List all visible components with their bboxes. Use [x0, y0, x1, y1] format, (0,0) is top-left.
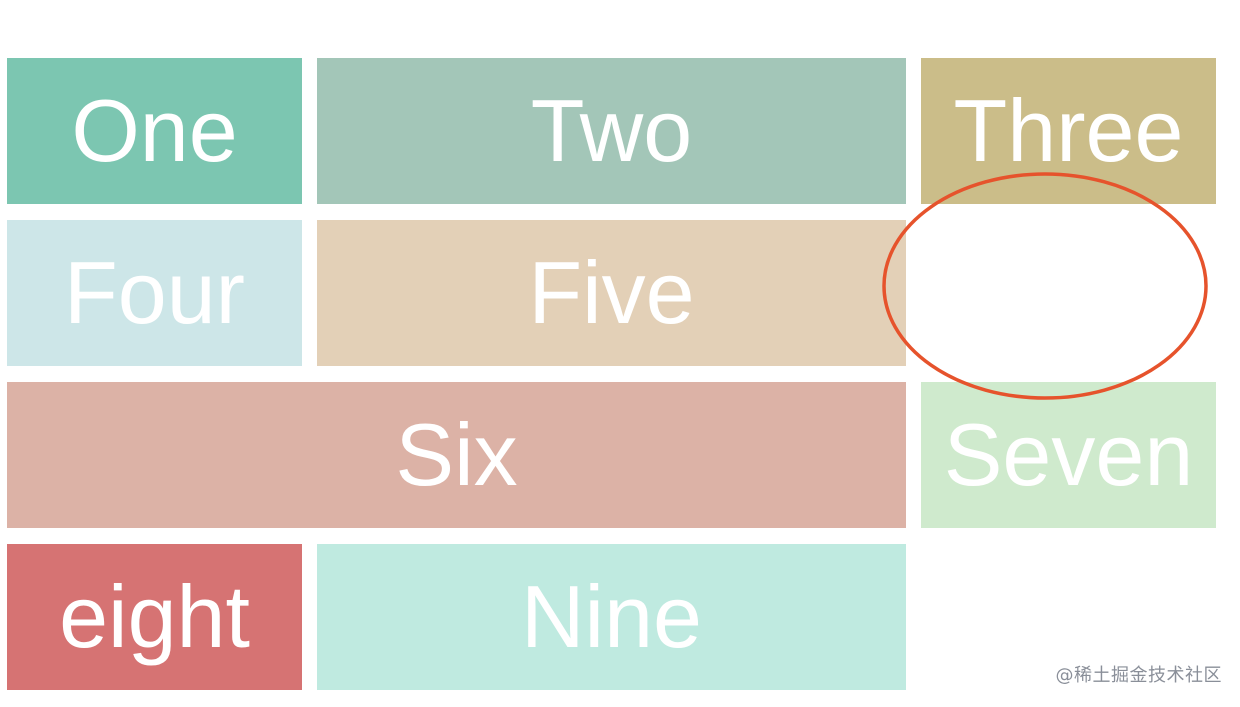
grid-cell-nine: Nine: [317, 544, 906, 690]
grid-cell-five: Five: [317, 220, 906, 366]
grid-cell-eight: eight: [7, 544, 302, 690]
grid-cell-seven: Seven: [921, 382, 1216, 528]
cell-label: eight: [59, 567, 250, 666]
grid-cell-three: Three: [921, 58, 1216, 204]
cell-label: Two: [530, 81, 693, 180]
grid-layout: One Two Three Four Five Six Seven eight …: [7, 58, 1216, 690]
cell-label: Six: [395, 405, 518, 504]
cell-label: Four: [64, 243, 245, 342]
cell-label: One: [71, 81, 238, 180]
cell-label: Seven: [943, 405, 1194, 504]
grid-cell-two: Two: [317, 58, 906, 204]
cell-label: Five: [528, 243, 695, 342]
watermark-text: @稀土掘金技术社区: [1055, 665, 1222, 686]
cell-label: Nine: [521, 567, 702, 666]
grid-cell-one: One: [7, 58, 302, 204]
grid-cell-four: Four: [7, 220, 302, 366]
grid-cell-six: Six: [7, 382, 906, 528]
cell-label: Three: [953, 81, 1184, 180]
